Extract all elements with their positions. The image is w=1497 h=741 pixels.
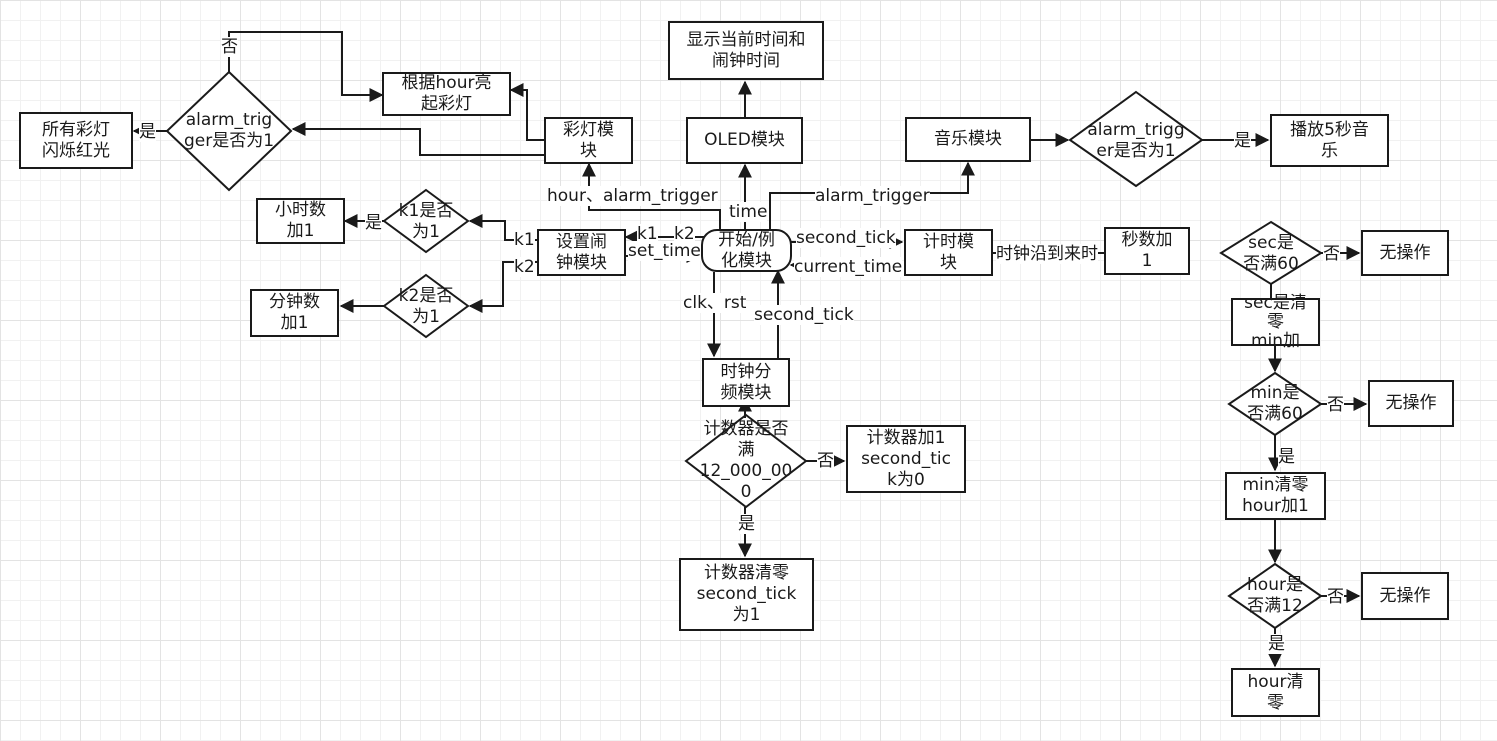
clock-divider-module-node: 时钟分 频模块 [702,358,790,407]
edge-label-hour-no: 否 [1327,587,1344,607]
hour-add-node: 小时数 加1 [256,198,345,244]
no-op-node-2: 无操作 [1368,380,1454,427]
edge-label-k2-small: k2 [674,224,695,244]
no-op-node-3: 无操作 [1361,572,1449,620]
counter-add-node: 计数器加1 second_tic k为0 [846,425,966,493]
edge-label-clock-edge: 时钟沿到来时 [996,244,1098,264]
edge-light-to-lightbyhour [509,83,544,141]
timer-module-node: 计时模 块 [904,229,993,276]
oled-module-node: OLED模块 [686,117,803,164]
no-op-node-1: 无操作 [1361,230,1449,276]
edge-label-k1-small: k1 [637,224,658,244]
k1-decision-label: k1是否 为1 [398,201,454,242]
edge-label-k1-yes: 是 [365,213,382,233]
sec-decision-label: sec是 否满60 [1243,233,1299,274]
k1-decision-diamond [382,188,470,254]
display-time-node: 显示当前时间和 闹钟时间 [668,21,824,80]
second-add-node: 秒数加 1 [1104,227,1190,275]
min-decision-label: min是 否满60 [1247,383,1303,424]
alarm-decision-diamond [165,70,293,192]
light-by-hour-node: 根据hour亮 起彩灯 [382,72,511,116]
counter-decision-label: 计数器是否 满 12_000_00 0 [699,419,793,502]
edge-label-time: time [729,202,768,222]
edge-label-alarm-yes: 是 [139,122,156,142]
edge-label-min-yes: 是 [1278,447,1295,467]
music-decision-diamond [1068,90,1204,188]
set-alarm-module-node: 设置闹 钟模块 [537,229,626,276]
edge-alarm-no [228,31,384,102]
edge-label-current-time: current_time [794,257,903,277]
hour-clear-node: hour清 零 [1231,668,1320,717]
edge-label-second-tick-bottom: second_tick [754,305,854,325]
edge-label-music-yes: 是 [1234,131,1251,151]
all-lights-flash-node: 所有彩灯 闪烁红光 [19,112,133,169]
edge-label-clk-rst: clk、rst [683,293,747,313]
edge-light-to-alarm [291,122,544,156]
edge-label-k1: k1 [514,230,535,250]
start-init-module-node: 开始/例 化模块 [701,229,792,272]
alarm-decision-label: alarm_trig ger是否为1 [183,110,275,151]
minute-add-node: 分钟数 加1 [250,289,339,337]
edge-label-sec-no: 否 [1323,244,1340,264]
edge-label-second-tick-top: second_tick [796,228,896,248]
counter-clear-node: 计数器清零 second_tick 为1 [679,558,814,631]
play-music-node: 播放5秒音 乐 [1270,114,1389,167]
hour-decision-label: hour是 否满12 [1247,575,1303,616]
edge-label-counter-yes: 是 [738,514,755,534]
edge-label-alarm-trigger: alarm_trigger [815,186,930,206]
edge-label-k2: k2 [514,257,535,277]
edge-label-set-time: set_time [628,241,701,261]
edge-label-counter-no: 否 [817,451,834,471]
k2-decision-diamond [382,273,470,339]
edge-label-hour-alarm-trigger: hour、alarm_trigger [547,186,718,206]
light-module-node: 彩灯模 块 [544,117,633,164]
edge-label-hour-yes: 是 [1268,634,1285,654]
k2-decision-label: k2是否 为1 [398,286,454,327]
min-clear-node: min清零 hour加1 [1225,472,1326,520]
music-decision-label: alarm_trigg er是否为1 [1087,120,1185,161]
sec-clear-node: sec是清 零 min加 [1231,293,1320,350]
edge-label-alarm-no: 否 [221,37,238,57]
edge-label-min-no: 否 [1327,395,1344,415]
music-module-node: 音乐模块 [905,117,1031,162]
